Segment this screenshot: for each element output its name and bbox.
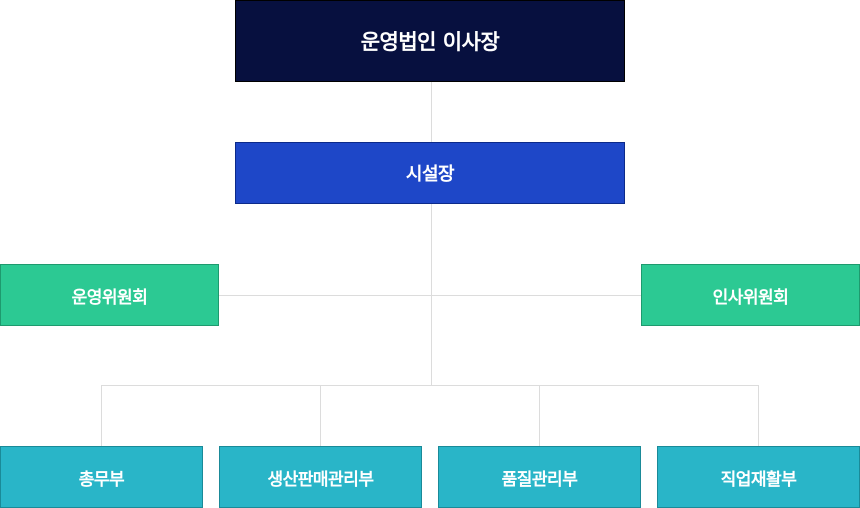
- node-vocational-rehab: 직업재활부: [657, 446, 860, 508]
- node-production-sales: 생산판매관리부: [219, 446, 422, 508]
- node-label: 직업재활부: [720, 469, 797, 490]
- node-operations-committee: 운영위원회: [0, 264, 219, 326]
- node-director: 시설장: [235, 142, 625, 204]
- node-label: 생산판매관리부: [267, 469, 374, 490]
- connector-dept-4: [758, 385, 759, 446]
- connector-director-trunk: [431, 204, 432, 385]
- node-chair: 운영법인 이사장: [235, 0, 625, 82]
- node-chair-label: 운영법인 이사장: [360, 30, 500, 54]
- node-label: 운영위원회: [71, 287, 148, 308]
- node-label: 총무부: [78, 469, 125, 490]
- node-quality-management: 품질관리부: [438, 446, 641, 508]
- node-general-affairs: 총무부: [0, 446, 203, 508]
- connector-dept-3: [539, 385, 540, 446]
- connector-dept-1: [101, 385, 102, 446]
- connector-departments-bar: [101, 385, 759, 386]
- node-label: 품질관리부: [501, 469, 578, 490]
- connector-chair-director: [431, 82, 432, 142]
- connector-committees: [219, 295, 641, 296]
- connector-dept-2: [320, 385, 321, 446]
- node-personnel-committee: 인사위원회: [641, 264, 860, 326]
- node-director-label: 시설장: [405, 164, 455, 185]
- node-label: 인사위원회: [712, 287, 789, 308]
